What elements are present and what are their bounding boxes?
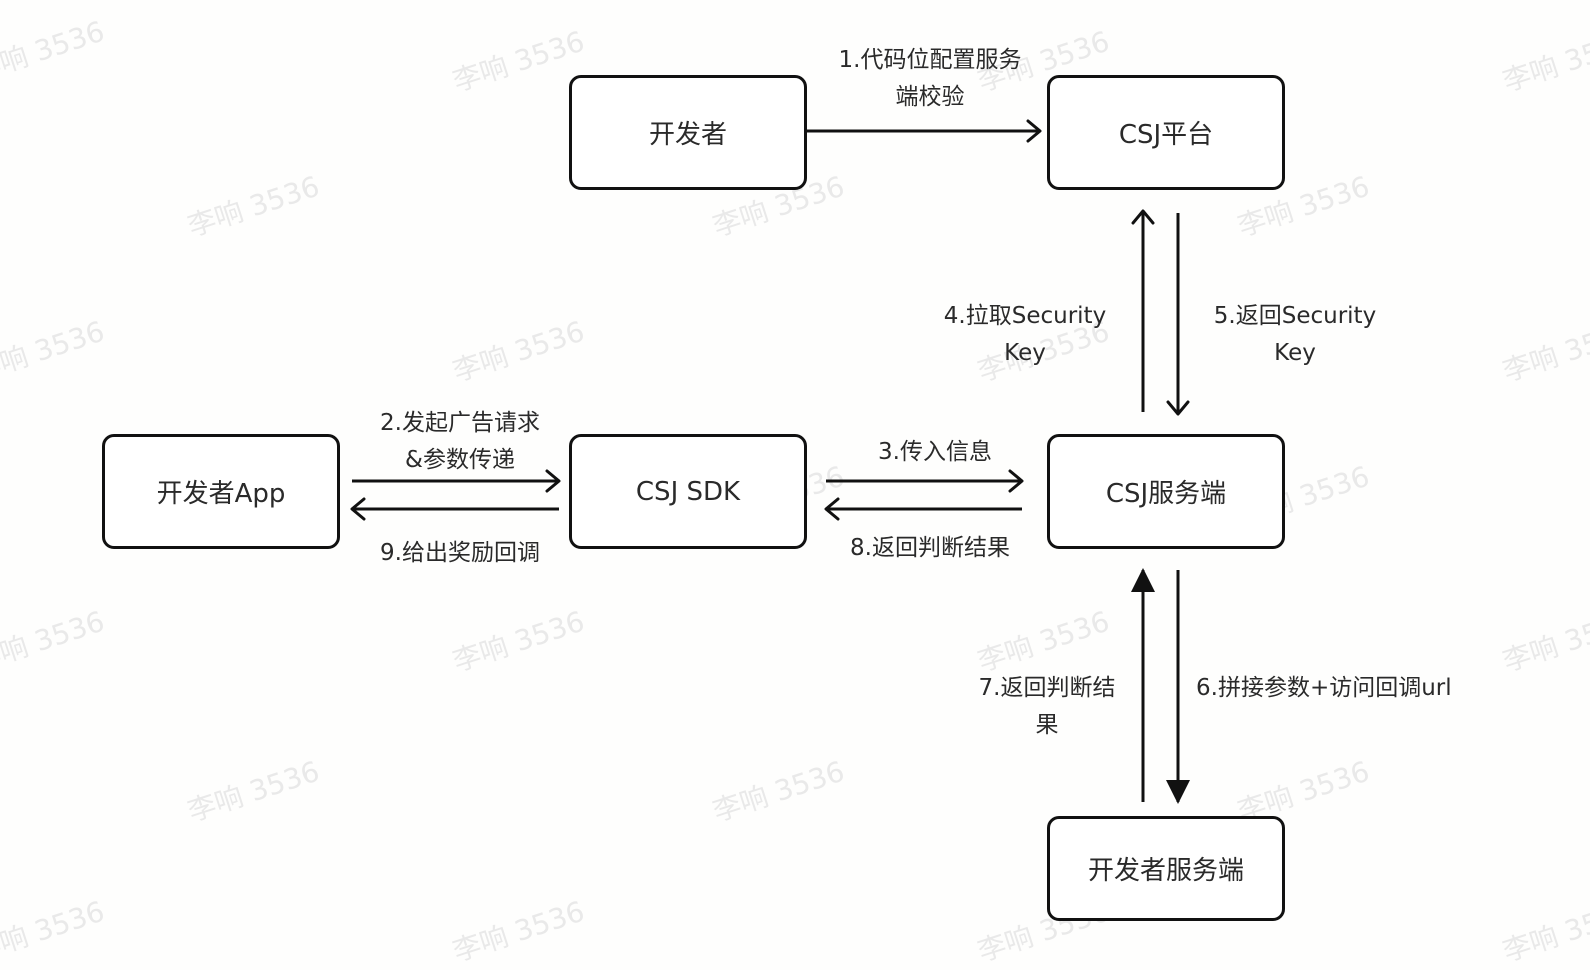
node-developer-label: 开发者 [648, 120, 727, 150]
edge-layer [350, 119, 1190, 804]
node-csj-sdk-label: CSJ SDK [635, 476, 741, 507]
edge-8-label: 8.返回判断结果 [850, 535, 1010, 561]
edge-5-label: 5.返回Security Key [1213, 303, 1377, 366]
node-developer[interactable]: 开发者 [569, 75, 807, 190]
node-developer-app-label: 开发者App [156, 479, 286, 509]
edge-3-label: 3.传入信息 [878, 439, 992, 465]
edge-9-label: 9.给出奖励回调 [380, 540, 540, 566]
node-developer-app[interactable]: 开发者App [102, 434, 340, 549]
node-developer-server[interactable]: 开发者服务端 [1047, 816, 1285, 921]
edge-2-label: 2.发起广告请求 &参数传递 [380, 410, 540, 473]
edge-7-label: 7.返回判断结 果 [978, 675, 1116, 738]
edge-1-label: 1.代码位配置服务 端校验 [838, 47, 1022, 110]
node-developer-server-label: 开发者服务端 [1087, 856, 1244, 886]
edge-6-label: 6.拼接参数+访问回调url [1196, 675, 1452, 701]
node-csj-platform[interactable]: CSJ平台 [1047, 75, 1285, 190]
node-csj-server[interactable]: CSJ服务端 [1047, 434, 1285, 549]
node-csj-platform-label: CSJ平台 [1118, 120, 1214, 150]
node-csj-server-label: CSJ服务端 [1105, 479, 1227, 509]
node-csj-sdk[interactable]: CSJ SDK [569, 434, 807, 549]
edge-4-label: 4.拉取Security Key [943, 303, 1107, 366]
